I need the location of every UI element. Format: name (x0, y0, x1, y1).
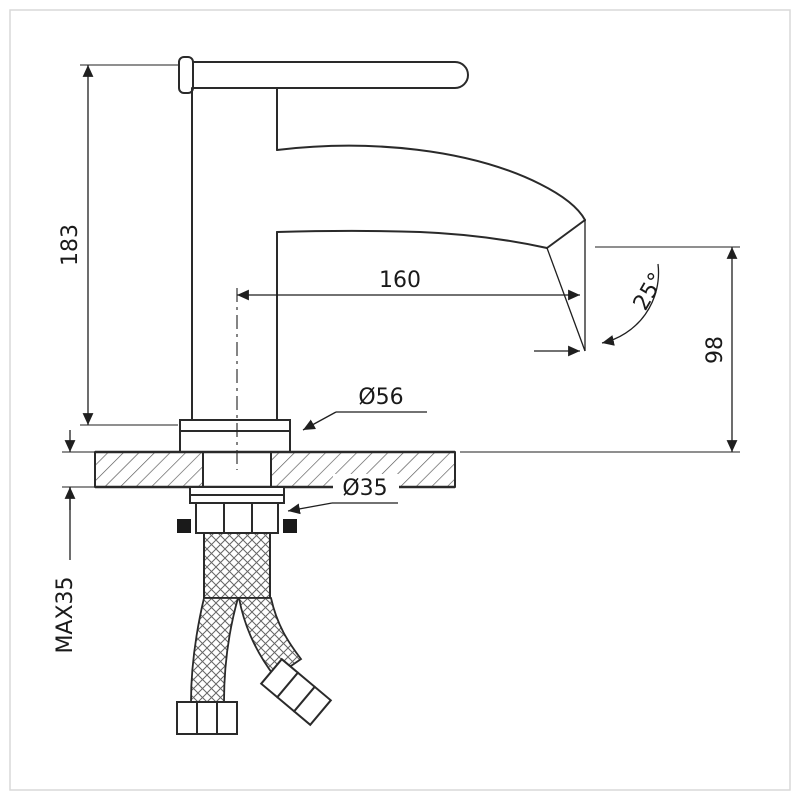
dim-outlet-height-label: 98 (703, 336, 728, 364)
hose-left (190, 597, 240, 703)
hose-nut-right (259, 657, 333, 727)
dimension-hole-diameter-35: Ø35 (287, 474, 399, 515)
dim-max-thickness-label: MAX35 (53, 576, 78, 653)
faucet-handle-lever (189, 61, 469, 89)
page-border (9, 9, 791, 791)
mounting-hex-nut (195, 502, 279, 534)
dim-reach-label: 160 (379, 268, 421, 293)
faucet-outline (178, 56, 586, 453)
countertop-hatch-left (95, 452, 203, 487)
dimension-height-183: 183 (58, 64, 178, 426)
hose-right (237, 597, 303, 679)
label-backing (333, 474, 399, 500)
dimension-max-deck-thickness: MAX35 (53, 430, 95, 654)
dim-angle-label: 25° (629, 269, 670, 315)
dimension-reach-160: 160 (237, 268, 580, 301)
threaded-shank-hose-bundle (203, 532, 271, 599)
base-flange (179, 419, 291, 453)
faucet-spout-bottom-curve (276, 229, 548, 249)
dimension-angle-25: 25° (601, 263, 670, 346)
faucet-spout-outlet-face (546, 219, 586, 249)
faucet-handle-pivot (178, 56, 194, 94)
hose-nut-left (176, 701, 238, 735)
dim-base-diameter-label: Ø56 (358, 385, 403, 410)
mounting-hardware (177, 486, 297, 599)
dim-height-label: 183 (58, 224, 83, 266)
side-fitting-right (283, 519, 297, 533)
faucet-body-fill (192, 88, 277, 420)
faucet-spout-fill (275, 145, 585, 248)
dimension-outlet-height-98: 98 (460, 246, 740, 453)
side-fitting-left (177, 519, 191, 533)
countertop-section (94, 450, 456, 489)
dimension-base-diameter-56: Ø56 (302, 385, 427, 431)
flexible-hoses (176, 597, 333, 735)
faucet-spout-top-curve (276, 144, 586, 221)
dim-hole-diameter-label: Ø35 (342, 476, 387, 501)
